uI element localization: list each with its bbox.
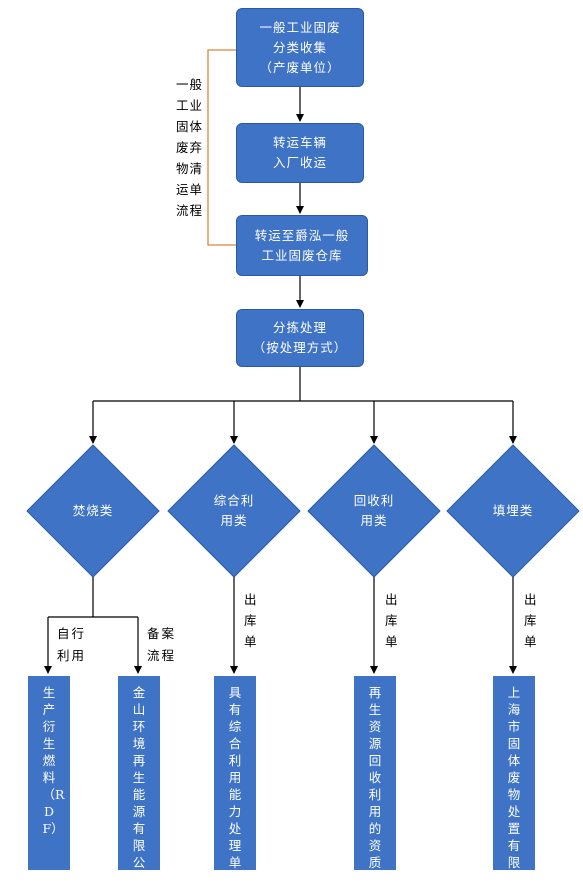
- destination-solid-waste-company-label: 上海市固体废物处置有限公司: [507, 685, 521, 884]
- label-out-slip-comprehensive: 出 库 单: [244, 592, 258, 649]
- step-collection: 一般工业固废 分类收集 （产废单位）: [236, 8, 364, 87]
- category-landfill: 填埋类: [492, 503, 534, 518]
- destination-recycling-unit-label: 再生资源回收利用的资质单位: [368, 685, 382, 884]
- destination-rdf-label: 生产衍生燃料（RDF）: [42, 685, 65, 836]
- process-side-label: 一般 工业 固体 废弃 物清 运单 流程: [176, 77, 204, 218]
- destination-recycling-unit: 再生资源回收利用的资质单位: [354, 676, 396, 884]
- destination-comprehensive-unit-label: 具有综合利用能力处理单位: [228, 685, 242, 884]
- destination-comprehensive-unit: 具有综合利用能力处理单位: [214, 676, 256, 884]
- label-out-slip-landfill: 出 库 单: [524, 592, 538, 649]
- label-self-use: 自行 利用: [57, 626, 87, 663]
- destination-jinshan: 金山环境再生能源有限公司: [118, 676, 160, 884]
- destination-rdf: 生产衍生燃料（RDF）: [28, 676, 70, 870]
- category-comprehensive-use: 综合利 用类: [213, 493, 255, 528]
- step-sorting: 分拣处理 （按处理方式）: [236, 309, 364, 367]
- process-bracket: [207, 49, 236, 246]
- category-incineration: 焚烧类: [72, 503, 114, 518]
- step-warehouse: 转运至爵泓一般 工业固废仓库: [236, 215, 368, 276]
- destination-solid-waste-company: 上海市固体废物处置有限公司: [493, 676, 535, 884]
- step-transport: 转运车辆 入厂收运: [236, 123, 364, 183]
- label-record-process: 备案 流程: [147, 626, 177, 663]
- category-recycling: 回收利 用类: [353, 493, 395, 528]
- destination-jinshan-label: 金山环境再生能源有限公司: [132, 685, 146, 884]
- label-out-slip-recycling: 出 库 单: [385, 592, 399, 649]
